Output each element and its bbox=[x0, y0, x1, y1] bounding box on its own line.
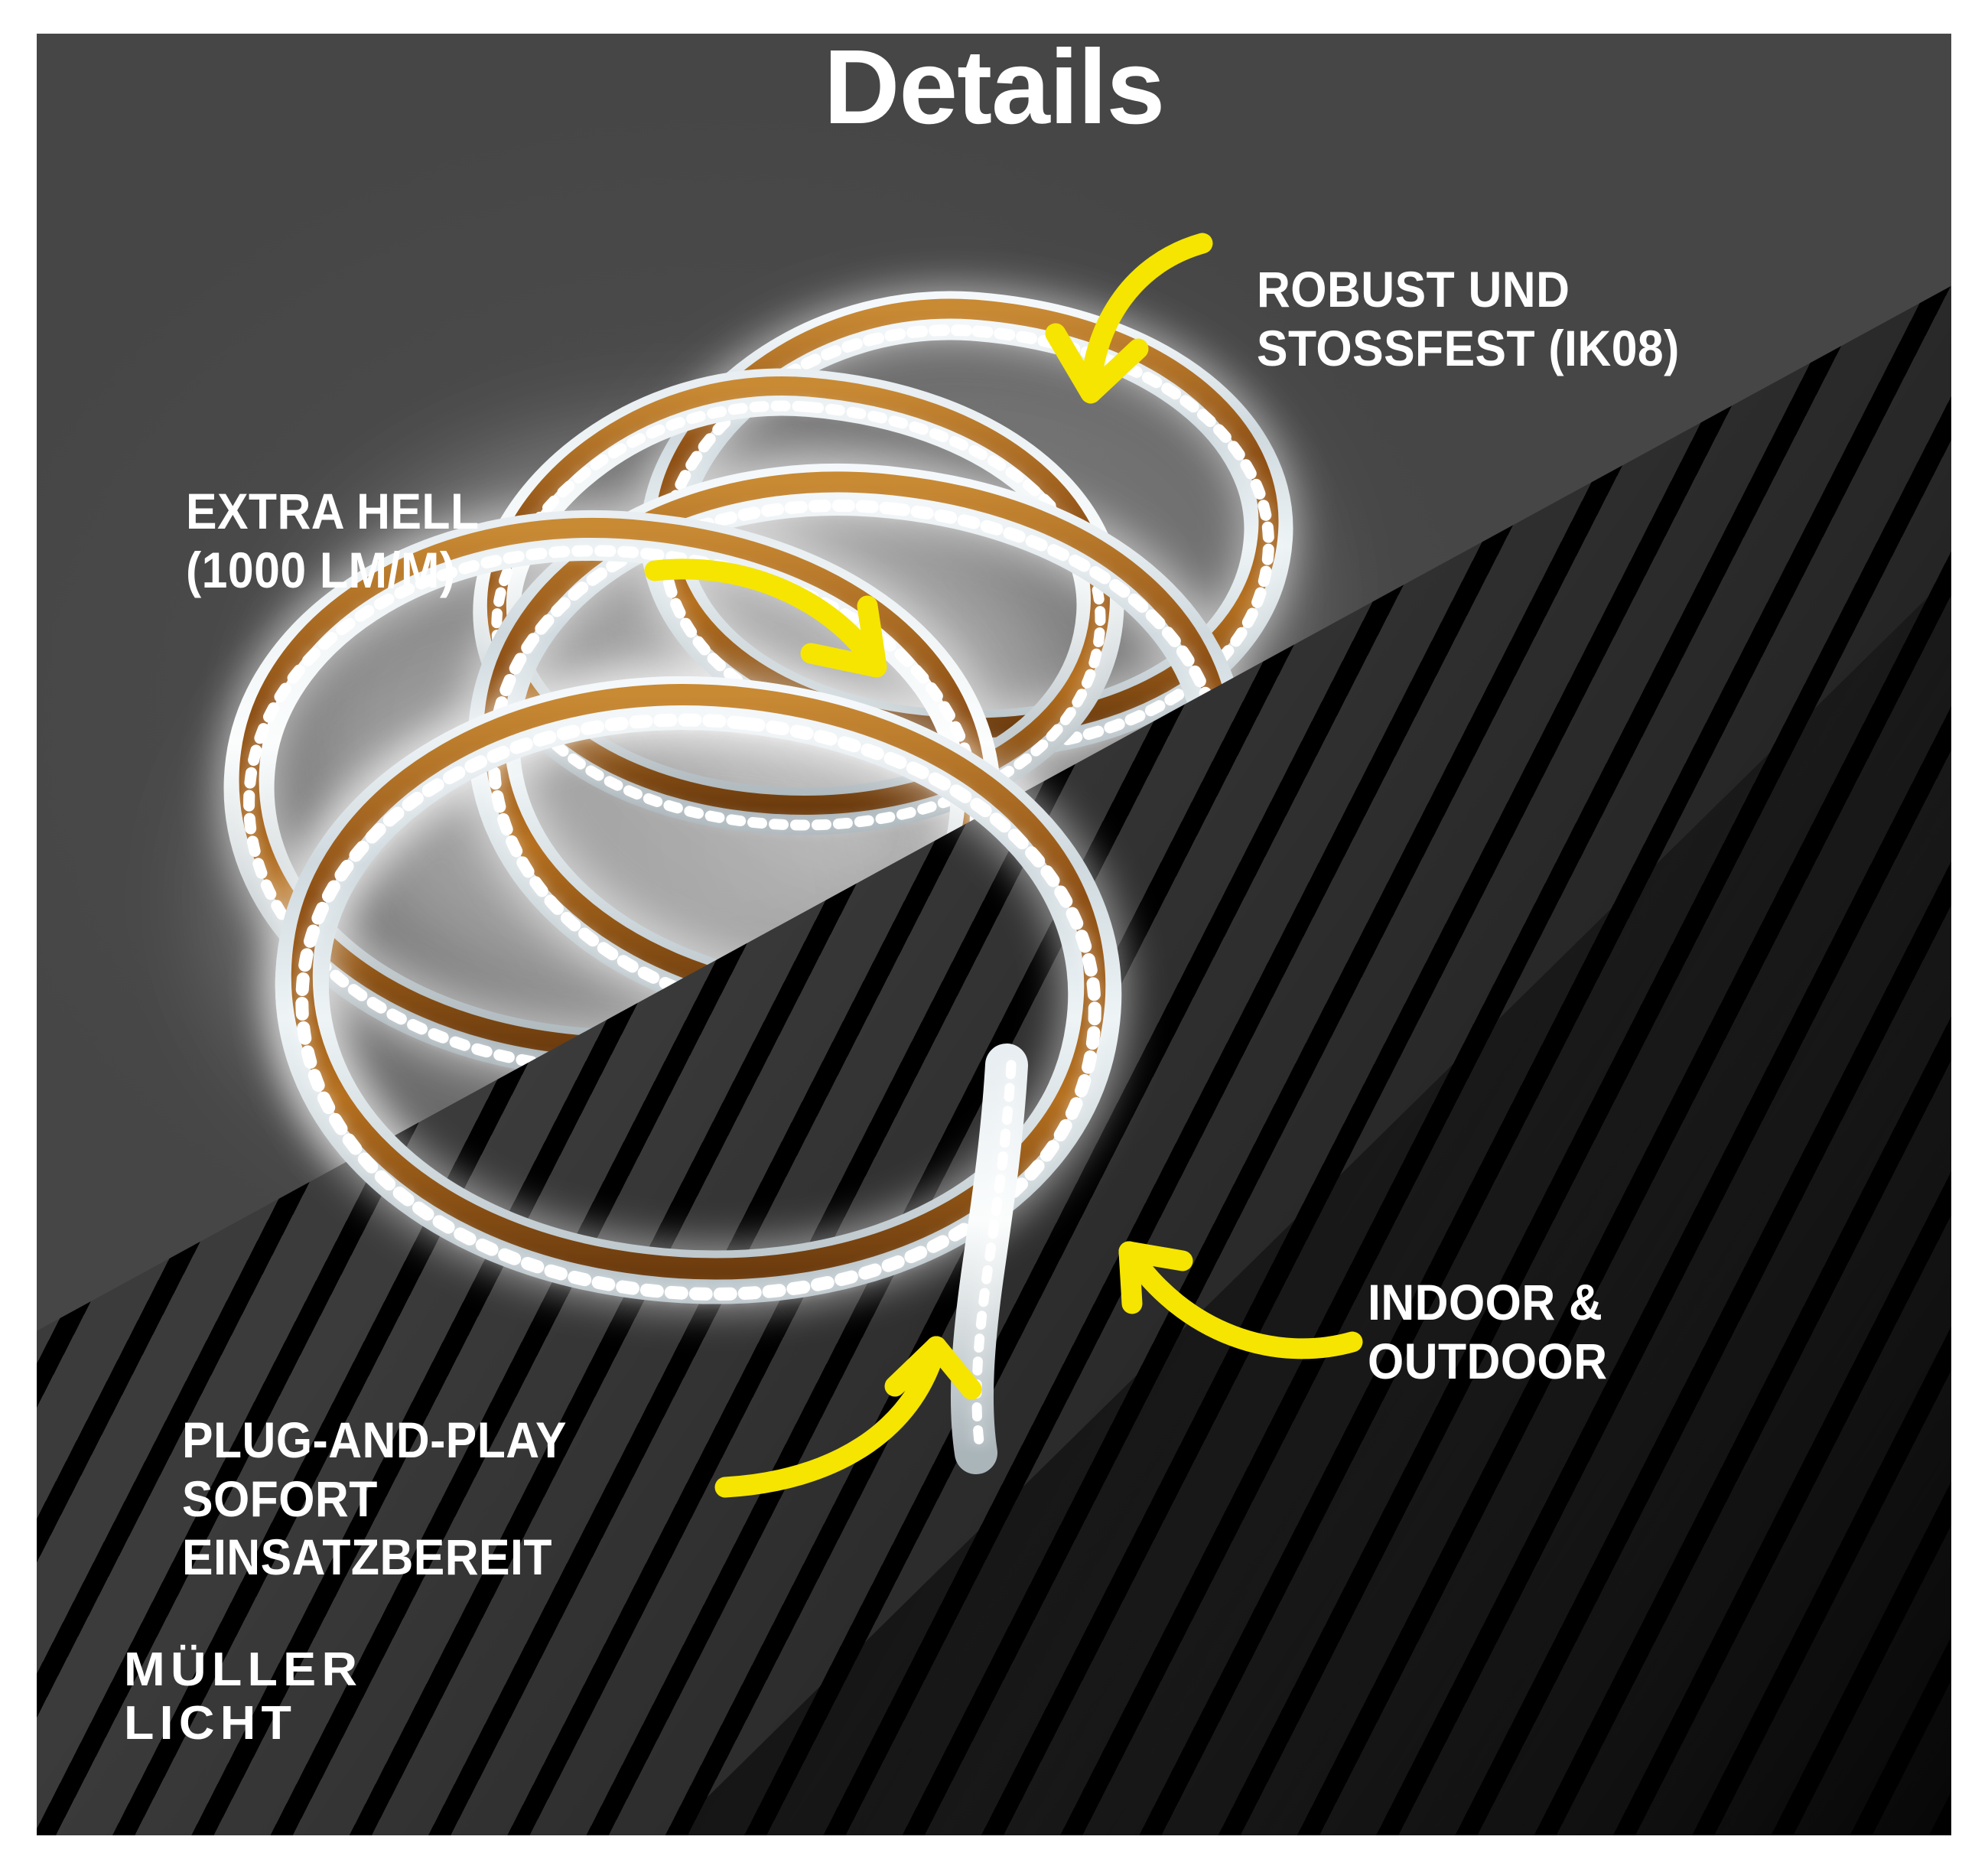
infographic-canvas: Details ROBUST UND STOSSFEST (IK08) EXTR… bbox=[37, 34, 1951, 1835]
brand-logo: MÜLLER LICHT bbox=[124, 1643, 363, 1750]
feature-label-robust: ROBUST UND STOSSFEST (IK08) bbox=[1257, 261, 1680, 376]
feature-label-indoor-outdoor: INDOOR & OUTDOOR bbox=[1368, 1274, 1608, 1389]
brand-logo-line2: LICHT bbox=[124, 1696, 298, 1750]
page-title: Details bbox=[823, 34, 1166, 146]
brand-logo-line1: MÜLLER bbox=[124, 1643, 363, 1697]
feature-label-extra-hell: EXTRA HELL (1000 LM/M) bbox=[186, 483, 480, 598]
feature-label-plug-and-play: PLUG-AND-PLAY SOFORT EINSATZBEREIT bbox=[182, 1412, 568, 1586]
